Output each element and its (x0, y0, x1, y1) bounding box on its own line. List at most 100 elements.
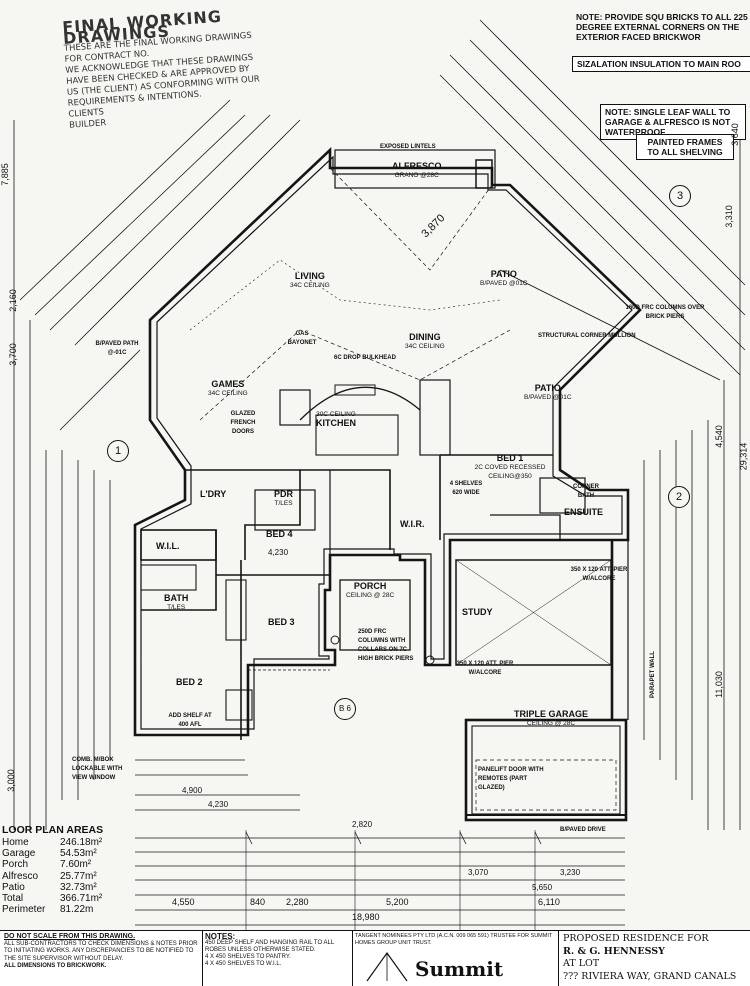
room-wil: W.I.L. (156, 541, 180, 551)
area-label: Perimeter (2, 904, 46, 916)
client-block: PROPOSED RESIDENCE FOR R. & G. HENNESSY … (558, 931, 750, 986)
area-value: 32.73m² (60, 881, 97, 893)
area-label: Patio (2, 881, 25, 893)
note-bricks: NOTE: PROVIDE SQU BRICKS TO ALL 225 DEGR… (576, 12, 748, 42)
area-value: 25.77m² (60, 870, 97, 882)
room-ceiling: 30c CEILING (316, 411, 356, 418)
summit-logo-text: Summit (415, 957, 504, 981)
dim-left-d: 3,000 (5, 769, 16, 792)
room-ceiling: CEILING @ 28C (346, 592, 395, 599)
note-drop-bulkhead: 6C DROP BULKHEAD (334, 355, 396, 361)
note-corner-bath: CORNER BATH (572, 484, 599, 499)
dim-right-total: 29,314 (738, 442, 749, 471)
note-structural-mullion: STRUCTURAL CORNER MULLION (538, 333, 636, 339)
dim-study-w: 3,070 (468, 868, 489, 877)
note-parapet-wall: PARAPET WALL (649, 651, 656, 698)
trustee-text: TANGENT NOMINEES PTY LTD (A.C.N. 009 065… (355, 933, 553, 946)
room-name: TRIPLE GARAGE (514, 709, 589, 719)
room-ceiling: B/PAVED @01C (480, 280, 528, 287)
section-marker-b6: B 6 (334, 698, 356, 720)
dim-left-b: 3,700 (7, 343, 18, 366)
dim-porch-w: 2,820 (352, 820, 373, 829)
note-att-pier-1: 350 X 120 ATT. PIER W/ALCORE (570, 567, 628, 582)
room-bed3: BED 3 (268, 617, 295, 627)
dim-bottom-total: 18,980 (352, 912, 380, 922)
area-value: 54.53m² (60, 848, 97, 860)
area-label: Total (2, 892, 24, 904)
area-value: 246.18m² (60, 837, 103, 848)
areas-row: Home 246.18m² (2, 837, 137, 848)
section-marker-3: 3 (669, 185, 691, 207)
room-ceiling: T/LES (274, 500, 293, 507)
room-ceiling: T/LES (167, 604, 186, 611)
room-ceiling: B/PAVED @01C (524, 394, 572, 401)
area-label: Porch (2, 859, 29, 871)
areas-row: Total 366.71m² (2, 893, 137, 904)
dim-bed4-w: 4,230 (268, 548, 289, 557)
note-exposed-lintels: EXPOSED LINTELS (380, 144, 436, 150)
areas-row: Porch 7.60m² (2, 859, 137, 870)
note-porch-columns: 250D FRC COLUMNS WITH COLLARS ON 7C HIGH… (358, 629, 414, 662)
area-label: Alfresco (2, 870, 39, 882)
dim-bottom-b: 840 (250, 897, 266, 907)
brickwork-note: ALL DIMENSIONS TO BRICKWORK. (4, 963, 107, 969)
dim-bed2-w: 4,900 (182, 786, 203, 795)
areas-row: Garage 54.53m² (2, 848, 137, 859)
area-label: Home (2, 837, 29, 848)
room-living: LIVING34c CEILING (290, 272, 330, 290)
section-marker-2: 2 (668, 486, 690, 508)
room-name: GAMES (211, 379, 245, 389)
notes-line: 4 x 450 SHELVES TO PANTRY. (205, 954, 291, 960)
room-name: PDR (274, 489, 294, 499)
lot-label: AT LOT (563, 958, 600, 969)
notes-line: 450 DEEP SHELF AND HANGING RAIL TO ALL R… (205, 940, 334, 953)
areas-row: Alfresco 25.77m² (2, 871, 137, 882)
dim-right-b: 4,540 (713, 425, 724, 448)
scale-notice: DO NOT SCALE FROM THIS DRAWING. All Sub-… (4, 933, 200, 971)
room-study: STUDY (462, 607, 493, 617)
room-name: ALFRESCO (392, 161, 442, 171)
dim-bed2-w2: 4,230 (208, 800, 229, 809)
note-frc-columns: 160D FRC COLUMNS OVER BRICK PIERS (625, 305, 705, 320)
scale-title: DO NOT SCALE FROM THIS DRAWING. (4, 933, 136, 940)
area-value: 7.60m² (60, 859, 92, 871)
room-bed2: BED 2 (176, 677, 203, 687)
approval-stamp: FINAL WORKING DRAWINGS THESE ARE THE FIN… (62, 5, 319, 132)
room-ceiling: 2C COVED RECESSED CEILING@350 (474, 464, 546, 480)
room-name: DINING (409, 332, 441, 342)
notes-block: NOTES: 450 DEEP SHELF AND HANGING RAIL T… (202, 931, 350, 986)
room-ceiling: CEILING @ 28C (526, 720, 576, 727)
room-games: GAMES34c CEILING (208, 380, 248, 398)
room-ensuite: ENSUITE (564, 507, 604, 517)
summit-logo-icon (366, 951, 408, 982)
note-bipaved-path: B/PAVED PATH @-01C (95, 341, 139, 356)
proposed-residence: PROPOSED RESIDENCE FOR (563, 933, 709, 944)
note-painted-frames: PAINTED FRAMES TO ALL SHELVING (636, 134, 734, 160)
room-name: KITCHEN (316, 418, 356, 428)
floor-plan-drawing (13, 19, 746, 930)
note-add-shelf: ADD SHELF AT 400 AFL (168, 713, 212, 728)
dim-right-a: 11,030 (713, 671, 724, 698)
note-panelift-door: PANELIFT DOOR WITH REMOTES (PART GLAZED) (478, 767, 544, 791)
room-bed4: BED 4 (266, 529, 293, 539)
note-att-pier-2: 350 X 120 ATT. PIER W/ALCORE (456, 661, 514, 676)
dim-right-c: 3,310 (723, 205, 734, 228)
area-label: Garage (2, 848, 36, 860)
area-value: 366.71m² (60, 892, 103, 904)
areas-row: Patio 32.73m² (2, 882, 137, 893)
room-name: BATH (164, 593, 189, 603)
street-address: ??? RIVIERA WAY, GRAND CANALS (563, 970, 737, 982)
note-insulation: SIZALATION INSULATION TO MAIN ROO (572, 56, 750, 72)
dim-bottom-e: 6,110 (538, 897, 560, 907)
scale-text: All Sub-contractors to check dimensions … (4, 940, 198, 962)
